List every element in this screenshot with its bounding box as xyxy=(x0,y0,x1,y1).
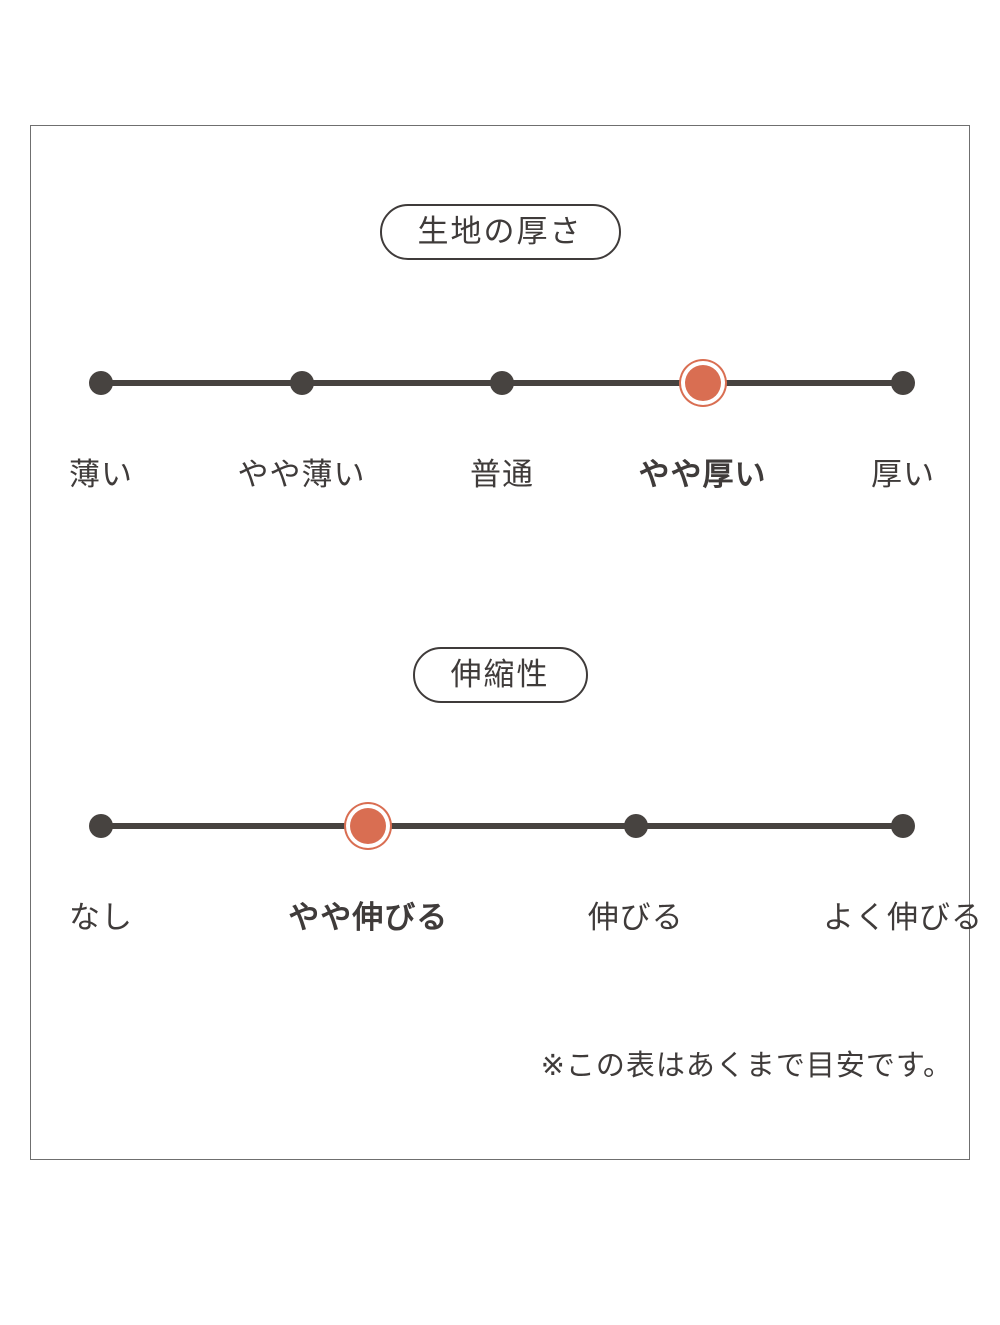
level-dot xyxy=(490,371,514,396)
scale-option-label: よく伸びる xyxy=(823,900,983,936)
scale-option-label: 薄い xyxy=(69,457,133,493)
scale-title-row: 生地の厚さ xyxy=(31,204,969,261)
scale-title-pill: 伸縮性 xyxy=(412,647,588,704)
scales: 生地の厚さ薄い やや薄い 普通 やや厚い 厚い伸縮性なし やや伸びる 伸びる よく伸びる xyxy=(31,204,982,936)
scale-line xyxy=(101,823,903,830)
level-dot xyxy=(289,371,314,396)
scale-title-pill: 生地の厚さ xyxy=(379,204,621,261)
level-dot xyxy=(89,371,113,396)
scale-title-row: 伸縮性 xyxy=(31,647,969,704)
scale-option-label: 伸びる xyxy=(587,900,684,936)
spec-panel: 生地の厚さ薄い やや薄い 普通 やや厚い 厚い伸縮性なし やや伸びる 伸びる よく伸びる ※こ… xyxy=(30,125,982,1160)
scale-labels: 薄い やや薄い 普通 やや厚い 厚い xyxy=(69,449,934,493)
scale-option-label: 厚い xyxy=(871,457,935,493)
scale-track xyxy=(89,355,915,411)
selected-level-marker xyxy=(350,808,387,845)
scale-option-label: やや薄い xyxy=(237,457,366,493)
selected-level-marker xyxy=(684,365,721,402)
scale-option-label: やや厚い xyxy=(638,457,767,493)
level-dot xyxy=(891,814,915,839)
scale-track xyxy=(89,798,915,854)
disclaimer-note: ※この表はあくまで目安です。 xyxy=(540,1050,953,1082)
scale-option-label: やや伸びる xyxy=(288,900,449,936)
scale-section-0: 生地の厚さ薄い やや薄い 普通 やや厚い 厚い xyxy=(31,204,969,493)
scale-labels: なし やや伸びる 伸びる よく伸びる xyxy=(69,892,982,936)
scale-option-label: 普通 xyxy=(470,457,534,493)
level-dot xyxy=(89,814,113,839)
scale-option-label: なし xyxy=(69,900,133,936)
level-dot xyxy=(891,371,915,396)
level-dot xyxy=(623,814,648,839)
scale-section-1: 伸縮性なし やや伸びる 伸びる よく伸びる xyxy=(31,647,982,936)
